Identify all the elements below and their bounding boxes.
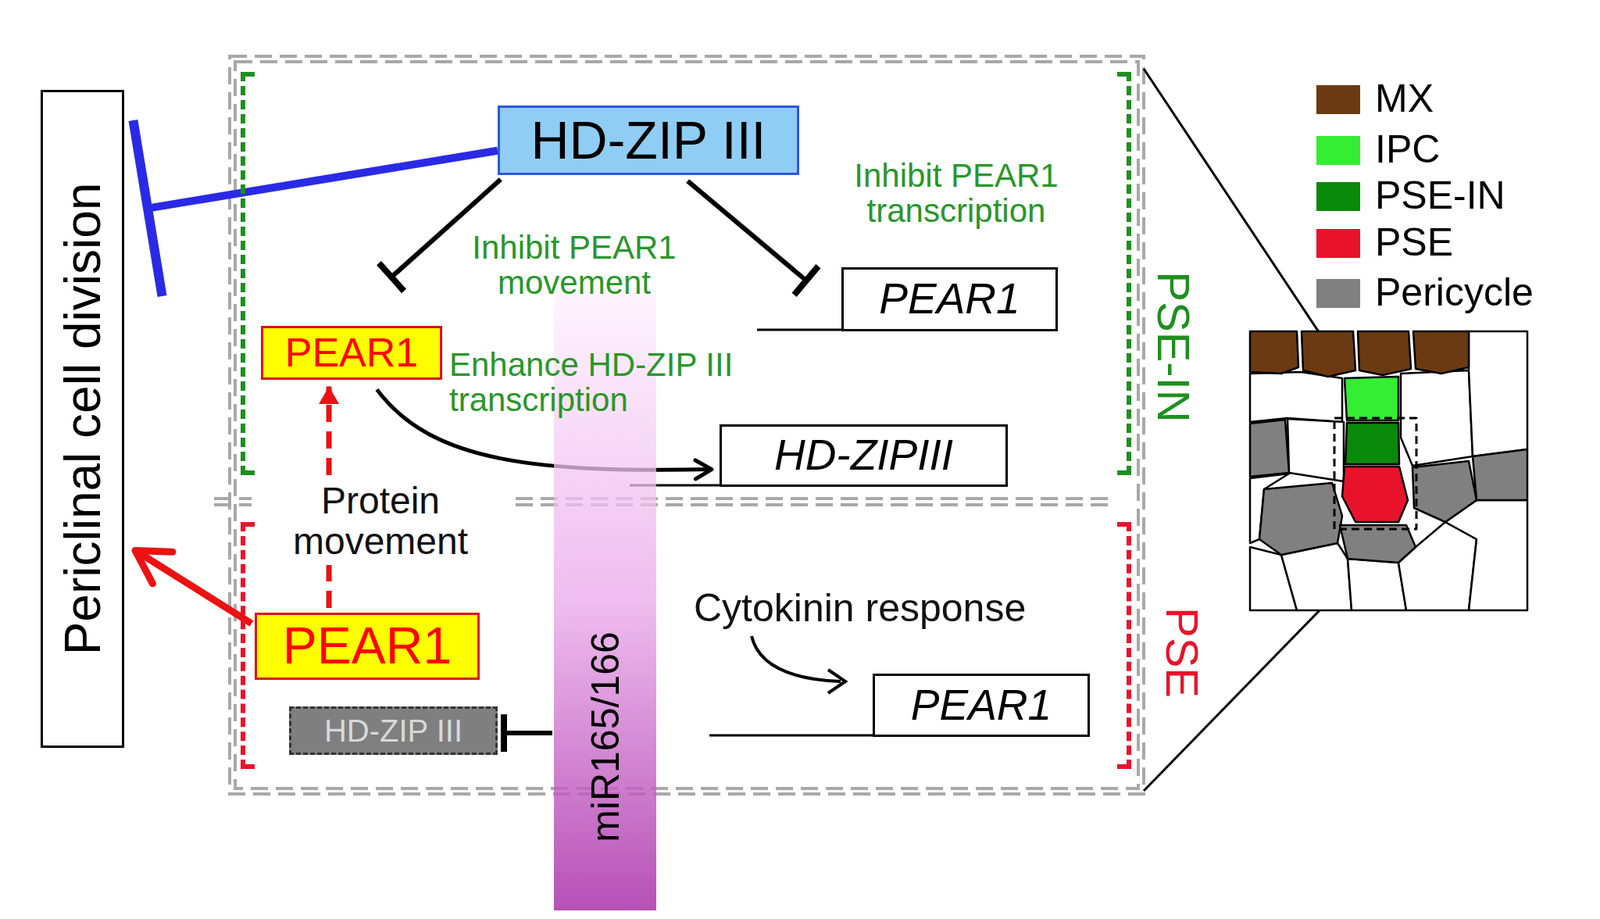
root-cells — [1468, 331, 1528, 457]
edge-label: Protein movement — [263, 477, 498, 565]
legend-swatch — [1316, 135, 1361, 165]
cytokinin-arrow — [751, 635, 841, 682]
inhibit-bar — [500, 714, 508, 752]
connector — [503, 714, 553, 752]
node-text: PSE — [1157, 607, 1208, 698]
node-text: PEAR1 — [282, 616, 452, 676]
connector-line — [503, 730, 553, 736]
bracket-tick — [240, 74, 1132, 473]
connector — [132, 120, 498, 297]
legend-text: IPC — [1375, 129, 1440, 169]
protein-box: PEAR1 — [254, 612, 480, 680]
edge-label: Enhance HD-ZIP III transcription — [449, 346, 887, 418]
root-cells — [1250, 331, 1528, 611]
root-cells — [1345, 422, 1400, 465]
root-cells — [1342, 466, 1408, 522]
cytokinin-arrow — [751, 635, 846, 693]
gene-box: HD-ZIPIII — [719, 424, 1008, 487]
connector-line — [135, 550, 252, 624]
node-text: HD-ZIP III — [531, 109, 767, 171]
arrow-head — [695, 460, 712, 479]
root-cells — [1250, 371, 1343, 422]
legend-text: PSE-IN — [1375, 175, 1506, 215]
protein-box: PEAR1 — [260, 325, 443, 381]
connector — [687, 181, 818, 296]
root-cells — [1344, 376, 1399, 421]
root-cells — [1472, 449, 1528, 500]
promoter-line — [629, 329, 874, 736]
node-text: PSE-IN — [1148, 271, 1199, 422]
root-cells — [1301, 331, 1356, 377]
protein-box: HD-ZIP III — [497, 105, 800, 175]
connector — [135, 550, 252, 624]
legend-text: PSE — [1375, 222, 1454, 262]
node-text: HD-ZIPIII — [774, 430, 954, 480]
root-cells — [1413, 331, 1469, 374]
inhibit-bar — [378, 263, 404, 292]
annotation-label: Cytokinin response — [693, 586, 1026, 629]
node-text: PEAR1 — [910, 680, 1052, 730]
legend-swatch — [1316, 228, 1361, 258]
root-cells — [1445, 500, 1528, 611]
promoter-line — [629, 329, 874, 736]
connector-line — [687, 181, 807, 281]
cytokinin-arrow — [828, 669, 846, 693]
root-cells — [1259, 482, 1343, 555]
root-cells — [1250, 419, 1290, 477]
gene-box: PEAR1 — [841, 267, 1058, 332]
region-bracket: PSE-INHD-ZIP IIIPEAR1PEAR1HD-ZIPIII — [240, 71, 1132, 475]
edge-label: Inhibit PEAR1 transcription — [831, 157, 1082, 229]
bracket-tick — [240, 74, 1132, 473]
root-cells — [1250, 331, 1299, 374]
edge-label: Inhibit PEAR1 movement — [449, 229, 700, 301]
inhibit-bar — [132, 120, 162, 297]
root-cells — [1357, 331, 1411, 375]
legend-text: MX — [1375, 78, 1434, 118]
connector-line — [147, 150, 498, 209]
legend-swatch — [1316, 278, 1361, 308]
protein-box: HD-ZIP III — [289, 706, 498, 755]
legend-swatch — [1316, 85, 1361, 115]
node-text: PEAR1 — [878, 274, 1020, 324]
process-box: Periclinal cell division — [40, 89, 125, 748]
root-cells — [1347, 558, 1407, 611]
root-cells — [1334, 417, 1417, 529]
node-text: HD-ZIP III — [324, 712, 463, 749]
root-cells — [1412, 460, 1477, 522]
legend-swatch — [1316, 182, 1361, 211]
node-text: Periclinal cell division — [54, 182, 110, 656]
gene-box: PEAR1 — [872, 673, 1090, 737]
region-frame — [229, 56, 1144, 794]
region-frame — [214, 56, 1144, 794]
root-cells — [1250, 331, 1528, 611]
arrow-head — [318, 385, 340, 404]
node-text: miR165/166 — [583, 631, 627, 843]
arrow-head — [135, 550, 173, 583]
legend-text: Pericycle — [1375, 272, 1534, 312]
inhibit-bar — [794, 266, 819, 296]
node-text: PEAR1 — [285, 329, 419, 377]
root-cells — [1339, 525, 1416, 563]
